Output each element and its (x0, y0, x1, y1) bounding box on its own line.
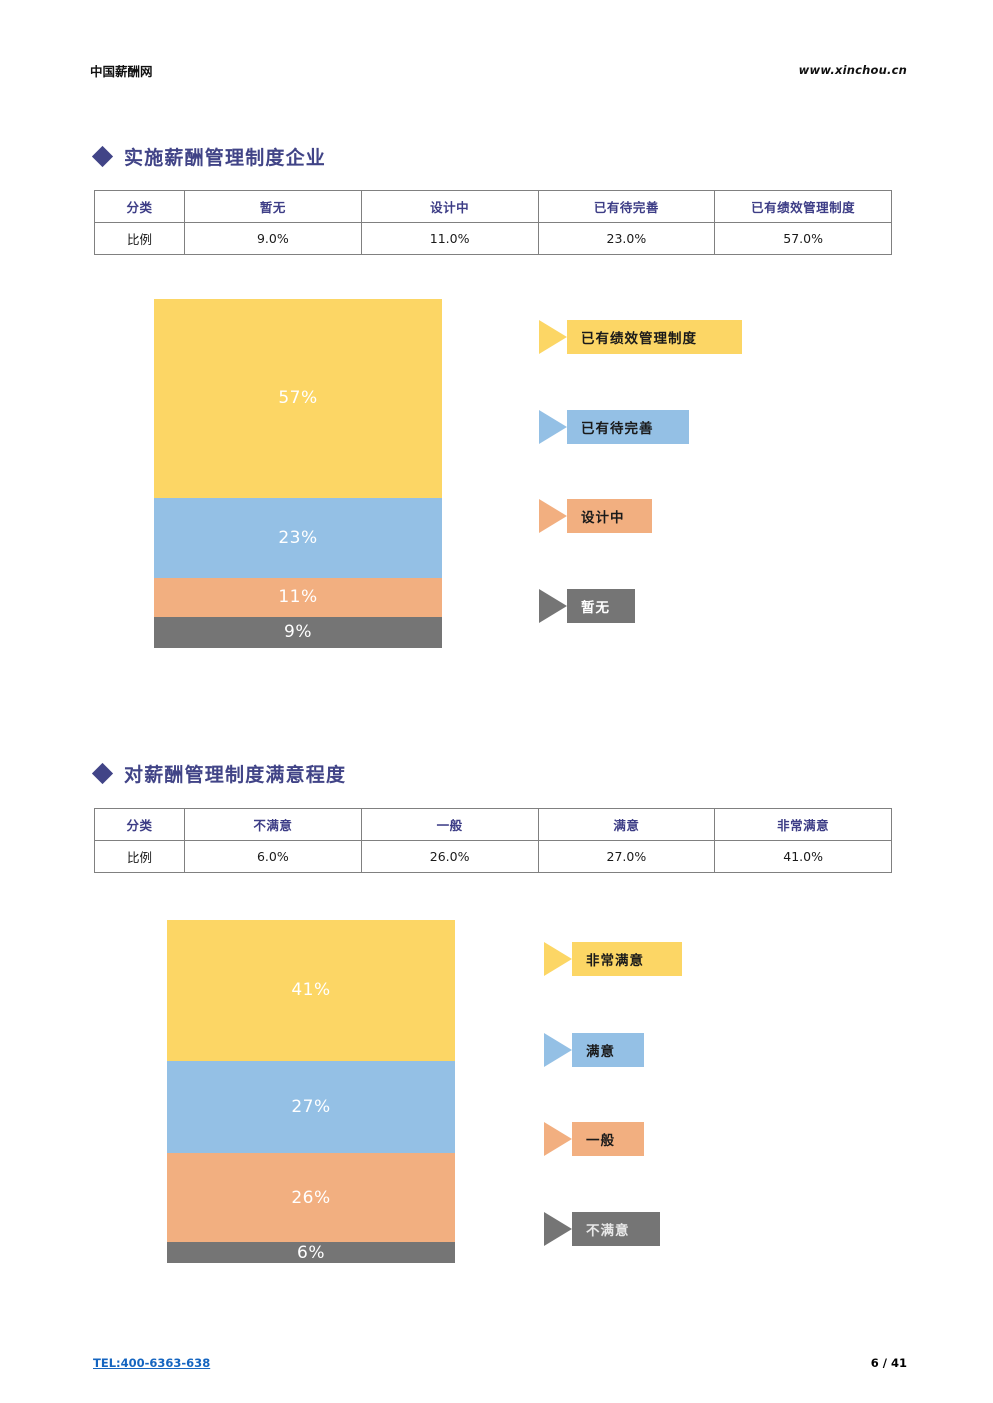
bar-segment-orange: 11% (154, 578, 442, 617)
table-header-row: 分类 不满意 一般 满意 非常满意 (94, 808, 892, 841)
bar-segment-label: 11% (278, 587, 318, 608)
brand-name: 中国薪酬网 (90, 63, 153, 79)
bar-segment-label: 57% (278, 388, 318, 409)
table-cell: 9.0% (184, 222, 362, 255)
table-header-row: 分类 暂无 设计中 已有待完善 已有绩效管理制度 (94, 190, 892, 223)
legend-arrow-icon (539, 320, 567, 354)
legend-arrow-icon (544, 1122, 572, 1156)
legend-item-gray[interactable]: 暂无 (539, 589, 635, 623)
diamond-bullet-icon (91, 762, 114, 785)
legend-arrow-icon (539, 589, 567, 623)
page-footer: TEL:400-6363-638 6 / 41 (93, 1353, 907, 1373)
table-row-label: 比例 (94, 840, 185, 873)
legend-item-blue[interactable]: 满意 (544, 1033, 644, 1067)
bar-segment-blue: 27% (167, 1060, 455, 1154)
table-row: 比例 9.0% 11.0% 23.0% 57.0% (94, 222, 892, 255)
bar-segment-label: 23% (278, 528, 318, 549)
section-1-table: 分类 暂无 设计中 已有待完善 已有绩效管理制度 比例 9.0% 11.0% 2… (94, 190, 892, 255)
table-header-cell: 不满意 (184, 808, 362, 841)
legend-item-yellow[interactable]: 已有绩效管理制度 (539, 320, 742, 354)
legend-item-orange[interactable]: 一般 (544, 1122, 644, 1156)
section-1-title: 实施薪酬管理制度企业 (91, 143, 327, 170)
bar-segment-label: 6% (297, 1242, 325, 1263)
bar-segment-yellow: 57% (154, 299, 442, 498)
site-url: www.xinchou.cn (798, 63, 907, 77)
bar-segment-gray: 6% (167, 1242, 455, 1263)
section-2-title: 对薪酬管理制度满意程度 (91, 760, 347, 787)
table-cell: 23.0% (537, 222, 716, 255)
table-cell: 26.0% (360, 840, 539, 873)
footer-page-number: 6 / 41 (870, 1356, 907, 1370)
table-cell: 11.0% (360, 222, 539, 255)
legend-label: 暂无 (567, 589, 635, 623)
legend-arrow-icon (544, 1212, 572, 1246)
section-1-title-text: 实施薪酬管理制度企业 (124, 147, 327, 169)
bar-segment-label: 9% (284, 622, 312, 643)
table-header-cell: 已有绩效管理制度 (714, 190, 892, 223)
bar-segment-label: 27% (291, 1096, 331, 1117)
bar-segment-orange: 26% (167, 1153, 455, 1243)
table-header-cell: 分类 (94, 190, 185, 223)
stacked-bar-chart-1: 57% 23% 11% 9% (154, 299, 442, 648)
legend-item-gray[interactable]: 不满意 (544, 1212, 660, 1246)
table-header-cell: 非常满意 (714, 808, 892, 841)
section-2-title-text: 对薪酬管理制度满意程度 (124, 764, 347, 786)
bar-segment-label: 41% (291, 980, 331, 1001)
legend-label: 已有待完善 (567, 410, 689, 444)
table-header-cell: 设计中 (360, 190, 539, 223)
table-row: 比例 6.0% 26.0% 27.0% 41.0% (94, 840, 892, 873)
table-header-cell: 已有待完善 (537, 190, 716, 223)
section-2-table: 分类 不满意 一般 满意 非常满意 比例 6.0% 26.0% 27.0% 41… (94, 808, 892, 873)
legend-item-yellow[interactable]: 非常满意 (544, 942, 682, 976)
legend-arrow-icon (539, 410, 567, 444)
legend-arrow-icon (544, 1033, 572, 1067)
legend-label: 已有绩效管理制度 (567, 320, 742, 354)
footer-tel-link[interactable]: TEL:400-6363-638 (93, 1356, 211, 1370)
legend-label: 非常满意 (572, 942, 682, 976)
legend-arrow-icon (539, 499, 567, 533)
legend-label: 设计中 (567, 499, 652, 533)
table-cell: 6.0% (184, 840, 362, 873)
legend-arrow-icon (544, 942, 572, 976)
bar-segment-label: 26% (291, 1187, 331, 1208)
legend-label: 一般 (572, 1122, 644, 1156)
table-header-cell: 暂无 (184, 190, 362, 223)
legend-label: 不满意 (572, 1212, 660, 1246)
page-header: 中国薪酬网 www.xinchou.cn (90, 58, 907, 82)
bar-segment-yellow: 41% (167, 920, 455, 1061)
diamond-bullet-icon (91, 145, 114, 168)
table-cell: 57.0% (714, 222, 892, 255)
bar-segment-blue: 23% (154, 497, 442, 579)
table-header-cell: 一般 (360, 808, 539, 841)
legend-item-blue[interactable]: 已有待完善 (539, 410, 689, 444)
table-header-cell: 满意 (537, 808, 716, 841)
table-row-label: 比例 (94, 222, 185, 255)
stacked-bar-chart-2: 41% 27% 26% 6% (167, 920, 455, 1263)
legend-label: 满意 (572, 1033, 644, 1067)
bar-segment-gray: 9% (154, 616, 442, 648)
table-cell: 41.0% (714, 840, 892, 873)
legend-item-orange[interactable]: 设计中 (539, 499, 652, 533)
table-cell: 27.0% (537, 840, 716, 873)
table-header-cell: 分类 (94, 808, 185, 841)
